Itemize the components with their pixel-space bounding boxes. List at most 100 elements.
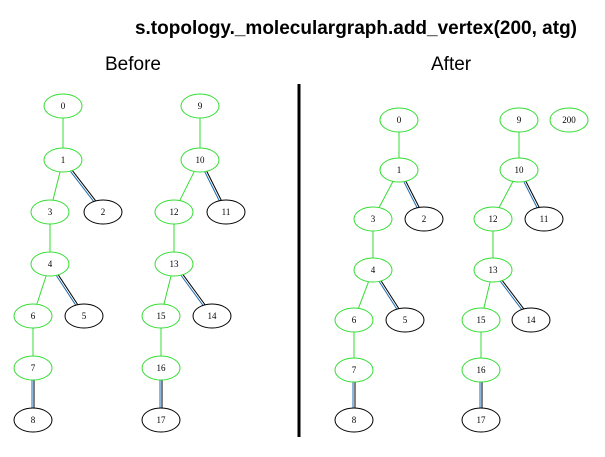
before-edge-1-2 — [70, 169, 96, 203]
node-label: 10 — [515, 165, 525, 175]
node-ellipse — [499, 107, 539, 133]
after-node-4: 4 — [353, 257, 393, 283]
after-node-200: 200 — [549, 107, 589, 133]
after-node-13: 13 — [473, 257, 513, 283]
node-ellipse — [385, 307, 425, 333]
node-ellipse — [141, 355, 181, 381]
node-ellipse — [334, 307, 374, 333]
node-ellipse — [154, 199, 194, 225]
node-ellipse — [43, 147, 83, 173]
node-ellipse — [379, 157, 419, 183]
before-node-17: 17 — [141, 407, 181, 433]
after-panel-label: After — [431, 54, 472, 75]
after-edge-7-8 — [352, 382, 356, 408]
before-node-13: 13 — [154, 251, 194, 277]
node-ellipse — [141, 407, 181, 433]
before-node-6: 6 — [13, 303, 53, 329]
after-node-2: 2 — [404, 206, 444, 232]
after-edge-1-3 — [378, 181, 394, 208]
node-ellipse — [524, 206, 564, 232]
node-ellipse — [499, 157, 539, 183]
node-ellipse — [379, 107, 419, 133]
page-title: s.topology._moleculargraph.add_vertex(20… — [134, 18, 577, 39]
after-edge-4-6 — [357, 281, 370, 309]
node-ellipse — [511, 307, 551, 333]
node-ellipse — [461, 407, 501, 433]
node-label: 15 — [157, 311, 167, 321]
before-node-12: 12 — [154, 199, 194, 225]
node-label: 5 — [403, 315, 408, 325]
node-label: 3 — [48, 207, 53, 217]
before-edge-13-14 — [180, 274, 206, 306]
node-label: 8 — [31, 415, 36, 425]
before-edge-13-15 — [163, 275, 172, 305]
after-edge-13-14 — [500, 279, 524, 311]
after-node-15: 15 — [461, 307, 501, 333]
after-edge-10-12 — [498, 181, 514, 208]
edges-layer — [31, 118, 540, 408]
node-label: 1 — [61, 155, 66, 165]
node-label: 12 — [489, 214, 498, 224]
after-node-5: 5 — [385, 307, 425, 333]
before-edge-7-8 — [31, 380, 35, 408]
node-label: 2 — [101, 207, 106, 217]
node-label: 9 — [517, 115, 522, 125]
node-label: 0 — [397, 115, 402, 125]
after-node-0: 0 — [379, 107, 419, 133]
before-edge-1-3 — [52, 171, 61, 201]
after-node-1: 1 — [379, 157, 419, 183]
node-label: 17 — [477, 415, 487, 425]
after-edge-4-5 — [378, 280, 400, 310]
node-ellipse — [180, 93, 220, 119]
node-label: 11 — [222, 207, 231, 217]
node-ellipse — [473, 257, 513, 283]
before-node-3: 3 — [30, 199, 70, 225]
node-ellipse — [154, 251, 194, 277]
before-edge-10-12 — [179, 171, 195, 201]
before-edge-4-6 — [36, 275, 47, 305]
before-edge-10-11 — [204, 170, 222, 202]
node-ellipse — [13, 407, 53, 433]
node-label: 11 — [540, 214, 549, 224]
node-label: 14 — [527, 315, 537, 325]
node-ellipse — [549, 107, 589, 133]
node-label: 4 — [48, 259, 53, 269]
node-ellipse — [180, 147, 220, 173]
before-node-5: 5 — [64, 303, 104, 329]
node-label: 7 — [31, 363, 36, 373]
node-ellipse — [83, 199, 123, 225]
after-edge-16-17 — [479, 382, 483, 408]
node-ellipse — [353, 206, 393, 232]
node-label: 14 — [208, 311, 218, 321]
node-ellipse — [30, 251, 70, 277]
node-ellipse — [353, 257, 393, 283]
node-label: 4 — [371, 265, 376, 275]
node-label: 2 — [422, 214, 427, 224]
after-node-16: 16 — [461, 357, 501, 383]
node-ellipse — [64, 303, 104, 329]
node-label: 9 — [198, 101, 203, 111]
node-ellipse — [461, 307, 501, 333]
after-node-12: 12 — [473, 206, 513, 232]
node-label: 17 — [157, 415, 167, 425]
before-node-4: 4 — [30, 251, 70, 277]
node-label: 0 — [61, 101, 66, 111]
node-label: 16 — [477, 365, 487, 375]
node-label: 13 — [170, 259, 180, 269]
node-label: 12 — [170, 207, 179, 217]
node-ellipse — [13, 355, 53, 381]
node-label: 10 — [196, 155, 206, 165]
node-ellipse — [43, 93, 83, 119]
after-node-17: 17 — [461, 407, 501, 433]
before-node-8: 8 — [13, 407, 53, 433]
before-node-9: 9 — [180, 93, 220, 119]
node-ellipse — [334, 357, 374, 383]
node-label: 6 — [352, 315, 357, 325]
node-ellipse — [334, 407, 374, 433]
node-label: 13 — [489, 265, 499, 275]
before-node-16: 16 — [141, 355, 181, 381]
before-node-1: 1 — [43, 147, 83, 173]
before-node-11: 11 — [206, 199, 246, 225]
after-node-8: 8 — [334, 407, 374, 433]
